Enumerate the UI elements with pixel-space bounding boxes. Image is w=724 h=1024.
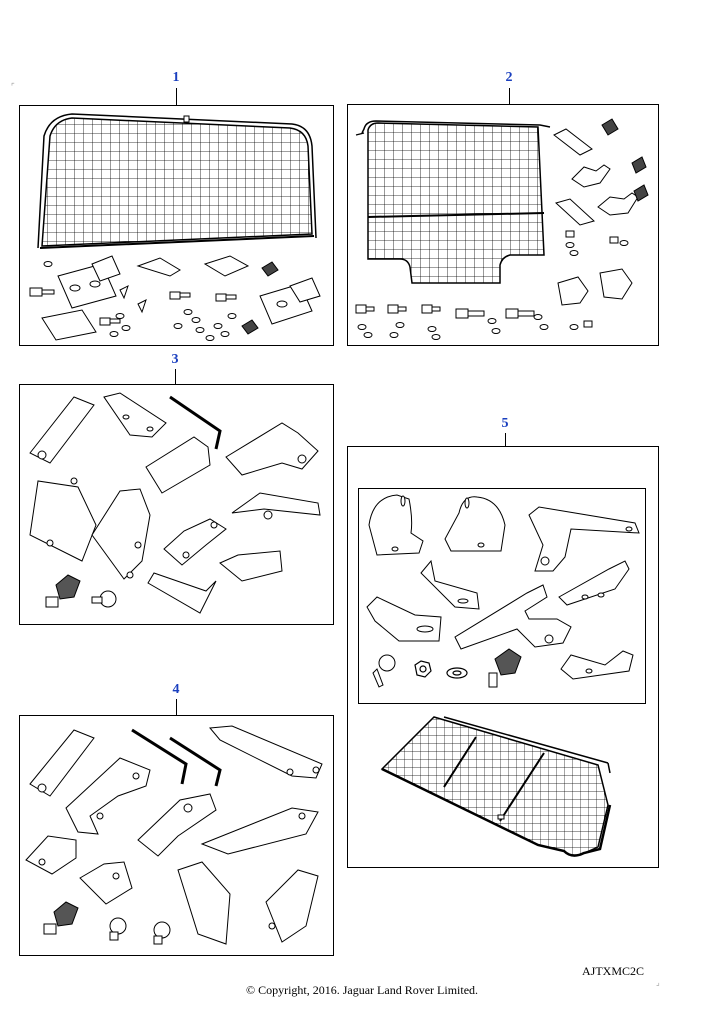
callout-2: 2	[505, 70, 513, 85]
knob-icon	[488, 648, 522, 688]
kit-5-illustration	[380, 716, 612, 857]
copyright-notice: © Copyright, 2016. Jaguar Land Rover Lim…	[245, 983, 479, 997]
bolt-icon	[372, 654, 396, 688]
leader-1	[176, 88, 177, 105]
knob-icon	[241, 261, 279, 335]
panel-kit-4	[19, 715, 334, 956]
kit-2-illustration	[355, 118, 649, 340]
hex-key-icon	[169, 395, 222, 450]
callout-3: 3	[171, 352, 179, 367]
bolt-icon	[355, 230, 619, 328]
kit-4-illustration	[25, 725, 323, 945]
kit-3-illustration	[29, 392, 321, 614]
figure-reference-code: AJTXMC2C	[582, 964, 645, 978]
washer-icon	[446, 667, 468, 679]
panel-kit-6	[358, 488, 646, 704]
mesh-guard-icon	[380, 716, 612, 857]
callout-5: 5	[501, 416, 509, 431]
corner-tick-top-left: ⌜	[11, 82, 15, 91]
washer-icon	[43, 261, 237, 341]
nut-icon	[414, 660, 432, 678]
callout-4: 4	[172, 682, 180, 697]
knob-icon	[601, 118, 649, 202]
knob-icon	[55, 574, 81, 600]
mesh-guard-icon	[355, 120, 551, 284]
corner-tick-bottom-right: ⌟	[656, 978, 660, 987]
panel-kit-1	[19, 105, 334, 346]
leader-4	[176, 699, 177, 715]
bracket-icon	[29, 392, 321, 614]
bracket-icon	[41, 255, 321, 341]
leader-5	[505, 433, 506, 447]
mesh-guard-icon	[37, 113, 317, 249]
kit-6-illustration	[366, 494, 640, 688]
bolt-icon	[45, 590, 117, 608]
panel-kit-3	[19, 384, 334, 625]
washer-icon	[357, 240, 629, 340]
leader-2	[509, 88, 510, 105]
kit-1-illustration	[29, 113, 321, 341]
leader-3	[175, 369, 176, 384]
callout-1: 1	[172, 70, 180, 85]
panel-kit-2	[347, 104, 659, 346]
bracket-icon	[553, 128, 639, 306]
bracket-icon	[366, 494, 640, 680]
hex-key-icon	[131, 728, 222, 787]
bolt-icon	[43, 917, 171, 945]
knob-icon	[53, 901, 79, 927]
bolt-icon	[29, 285, 237, 326]
bracket-icon	[25, 725, 323, 945]
